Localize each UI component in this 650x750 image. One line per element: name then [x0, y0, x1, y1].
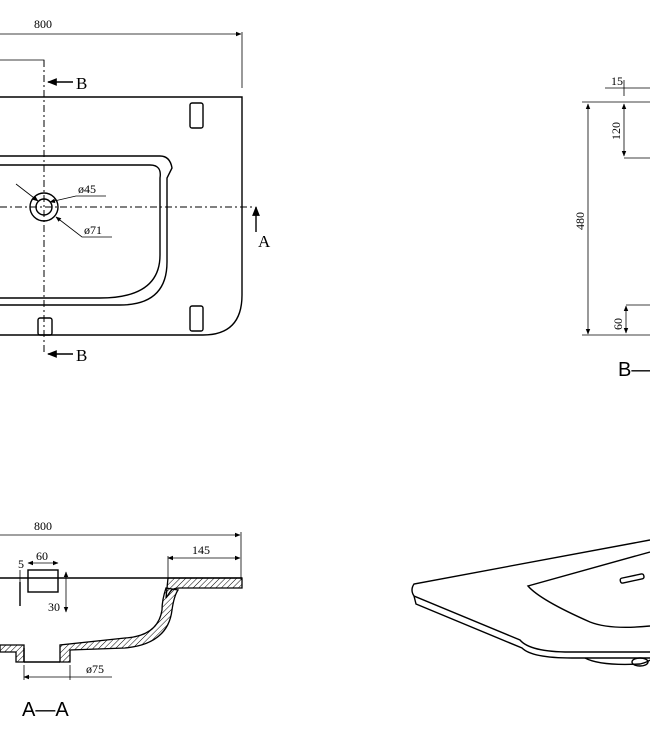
- drain-inner-circle: [35, 198, 53, 216]
- dim-120-label: 120: [609, 122, 623, 140]
- cut-label-b-bottom: B: [76, 346, 87, 365]
- perspective-drain: [631, 657, 649, 667]
- drain-dimension-label: ø75: [86, 662, 104, 676]
- counter-outline: [0, 96, 243, 336]
- perspective-top-outline: [411, 539, 650, 653]
- dim-60-small-label: 60: [36, 549, 48, 563]
- dim-15-label: 15: [611, 74, 623, 88]
- basin-outer-rim: [0, 155, 173, 306]
- dim-60-label: 60: [611, 318, 625, 330]
- dim-30-label: 30: [48, 600, 60, 614]
- phi45-leader-left: [15, 183, 39, 202]
- overflow-detail-box: [27, 569, 59, 593]
- plan-view: 800 B B A ø45 ø71: [0, 17, 271, 365]
- phi45-leader: [49, 195, 106, 204]
- overflow-slot-bottom: [189, 305, 204, 332]
- bracket-slot: [37, 317, 53, 336]
- width-dimension-label: 800: [34, 17, 52, 31]
- perspective-under-bowl: [584, 657, 650, 666]
- phi71-leader: [55, 216, 112, 238]
- basin-inner-bowl: [0, 164, 161, 299]
- phi45-label: ø45: [78, 182, 96, 196]
- perspective-front-edge: [413, 595, 650, 659]
- phi71-label: ø71: [84, 223, 102, 237]
- perspective-overflow-slot: [619, 573, 645, 584]
- aa-width-dimension-label: 800: [34, 519, 52, 533]
- dim-5-label: 5: [18, 557, 24, 571]
- slab-hatched-right: [165, 577, 243, 599]
- section-aa: 800 145 60 5 30 ø75 A—A: [0, 519, 243, 721]
- drain-outer-circle: [29, 192, 59, 222]
- side-section-bb: 15 480 120 60 B—: [573, 74, 650, 381]
- cut-label-a: A: [258, 232, 271, 251]
- top-left-leader: [0, 59, 45, 64]
- dim-480-label: 480: [573, 212, 587, 230]
- perspective-basin-outline: [526, 551, 650, 629]
- basin-bottom-left-section: [0, 644, 25, 663]
- perspective-view: [411, 539, 650, 667]
- overflow-slot-top: [189, 102, 204, 129]
- basin-wall-section: [59, 587, 180, 663]
- dim-145-label: 145: [192, 543, 210, 557]
- cut-label-b-top: B: [76, 74, 87, 93]
- section-aa-label: A—A: [22, 699, 69, 721]
- section-bb-label: B—: [618, 359, 650, 381]
